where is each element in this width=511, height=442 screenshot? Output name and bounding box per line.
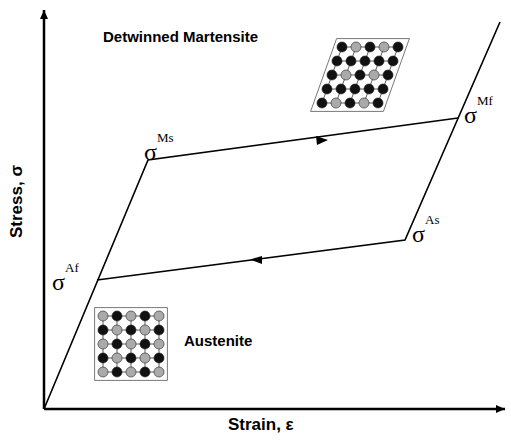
austenite-atom: [98, 311, 108, 321]
axis-title: Stress, σ: [8, 165, 25, 238]
martensite-atom: [373, 98, 383, 108]
unloading-curve: [97, 22, 500, 280]
martensite-atom: [345, 98, 355, 108]
martensite-atom: [379, 42, 389, 52]
x-axis: [44, 408, 505, 411]
martensite-atom: [393, 42, 403, 52]
martensite-frame: [311, 39, 410, 112]
austenite-atom: [140, 325, 150, 335]
austenite-atom: [112, 311, 122, 321]
stress-symbol: σ: [144, 140, 157, 164]
austenite-lattice: [95, 308, 168, 381]
stress-subscript: Ms: [157, 131, 174, 144]
martensite-atom: [341, 70, 351, 80]
martensite-atom: [337, 42, 347, 52]
austenite-atom: [154, 325, 164, 335]
austenite-atom: [112, 353, 122, 363]
martensite-atom: [331, 98, 341, 108]
austenite-atom: [112, 325, 122, 335]
martensite-atom: [332, 56, 342, 66]
martensite-atom: [346, 56, 356, 66]
martensite-atom: [374, 56, 384, 66]
austenite-atom: [140, 353, 150, 363]
austenite-atom: [112, 339, 122, 349]
martensite-atom: [388, 56, 398, 66]
martensite-atom: [378, 84, 388, 94]
martensite-atom: [322, 84, 332, 94]
stress-symbol: σ: [52, 270, 65, 294]
stress-symbol: σ: [412, 222, 425, 246]
austenite-frame: [95, 308, 168, 381]
austenite-atom: [98, 353, 108, 363]
austenite-atom: [154, 367, 164, 377]
austenite-atom: [154, 339, 164, 349]
austenite-atom: [140, 367, 150, 377]
martensite-atom: [317, 98, 327, 108]
martensite-bond: [378, 47, 398, 103]
austenite-atom: [98, 325, 108, 335]
martensite-atom: [359, 98, 369, 108]
stress-subscript: Af: [65, 261, 79, 274]
martensite-atom: [383, 70, 393, 80]
martensite-atom: [360, 56, 370, 66]
y-axis: [43, 10, 46, 409]
austenite-atom: [126, 367, 136, 377]
martensite-atom: [365, 42, 375, 52]
stress-subscript: As: [425, 213, 439, 226]
austenite-atom: [126, 339, 136, 349]
austenite-atom: [140, 311, 150, 321]
loading-curve: [44, 118, 458, 409]
austenite-atom: [140, 339, 150, 349]
martensite-atom: [369, 70, 379, 80]
loading-arrow: [316, 136, 328, 145]
austenite-atom: [98, 339, 108, 349]
austenite-atom: [126, 353, 136, 363]
austenite-atom: [126, 311, 136, 321]
martensite-atom: [327, 70, 337, 80]
phase-name: Austenite: [184, 333, 252, 348]
axis-title: Strain, ε: [228, 416, 294, 433]
austenite-atom: [112, 367, 122, 377]
phase-name: Detwinned Martensite: [103, 29, 258, 44]
martensite-atom: [350, 84, 360, 94]
austenite-atom: [154, 353, 164, 363]
martensite-lattice: [311, 39, 410, 112]
martensite-atom: [364, 84, 374, 94]
austenite-atom: [98, 367, 108, 377]
martensite-atom: [351, 42, 361, 52]
martensite-atom: [355, 70, 365, 80]
austenite-atom: [154, 311, 164, 321]
stress-subscript: Mf: [477, 94, 493, 107]
stress-symbol: σ: [464, 103, 477, 127]
unloading-arrow: [250, 256, 262, 264]
austenite-atom: [126, 325, 136, 335]
martensite-atom: [336, 84, 346, 94]
